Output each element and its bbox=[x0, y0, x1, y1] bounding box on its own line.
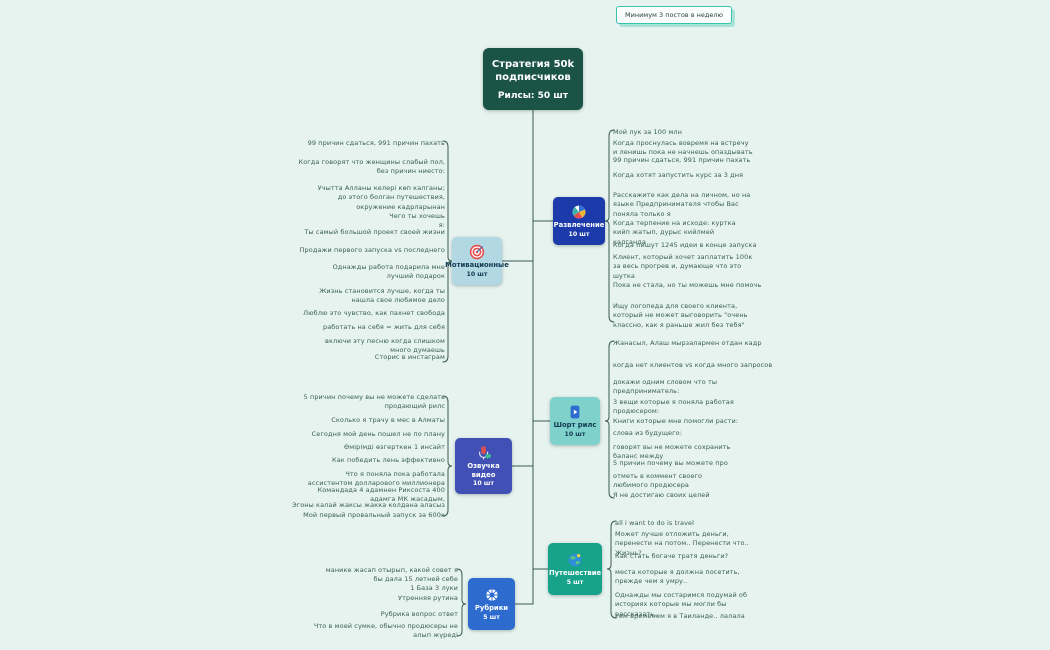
leaf-item[interactable]: когда нет клиентов vs когда много запрос… bbox=[613, 361, 773, 369]
target-icon bbox=[469, 245, 485, 260]
branch-node-entertainment[interactable]: Развлечение 10 шт bbox=[553, 197, 605, 245]
leaf-item[interactable]: Учытта Алланы келері көп калганы; до это… bbox=[317, 184, 445, 211]
leaf-item[interactable]: манике жасап отырып, какой совет я бы да… bbox=[325, 566, 458, 584]
branch-count: 10 шт bbox=[466, 270, 488, 278]
leaf-item[interactable]: Однажды работа подарила мне лучший подар… bbox=[332, 263, 445, 281]
floating-note[interactable]: Минимум 3 постов в неделю bbox=[616, 6, 732, 24]
leaf-item[interactable]: 1 База 3 луки bbox=[410, 584, 458, 592]
branch-label: Озвучка видео bbox=[467, 462, 500, 479]
leaf-item[interactable]: Сегодня мой день пошел не по плану bbox=[311, 430, 445, 438]
leaf-item[interactable]: Может лучше отложить деньги, перенести н… bbox=[615, 530, 749, 557]
leaf-item[interactable]: работать на себя = жить для себя bbox=[323, 323, 445, 331]
leaf-item[interactable]: Командада 4 адамнен Риксоста 400 адамга … bbox=[317, 486, 445, 504]
leaf-item[interactable]: места которые я должна посетить, прежде … bbox=[615, 568, 740, 586]
leaf-item[interactable]: Когда терпение на исходе: куртка кийп жа… bbox=[613, 219, 736, 246]
leaf-item[interactable]: Как победить лень эффективно bbox=[331, 456, 445, 464]
leaf-item[interactable]: 5 причин почему вы не можете сделать про… bbox=[303, 393, 445, 411]
leaf-item[interactable]: Когда проснулась вовремя на встречу и ле… bbox=[613, 139, 753, 157]
leaf-item[interactable]: Рубрика вопрос ответ bbox=[380, 610, 458, 618]
leaf-item[interactable]: Сторис в инстаграм bbox=[374, 353, 445, 361]
leaf-item[interactable]: докажи одним словом что ты предпринимате… bbox=[613, 378, 718, 396]
leaf-item[interactable]: Мой лук за 100 млн bbox=[613, 128, 682, 136]
leaf-item[interactable]: Чего ты хочешь я: bbox=[389, 212, 445, 230]
branch-label: Шорт рилс bbox=[553, 421, 597, 430]
branch-count: 10 шт bbox=[473, 479, 494, 487]
leaf-item[interactable]: Однажды мы состаримся подумай об история… bbox=[615, 591, 748, 618]
leaf-item[interactable]: all i want to do is travel bbox=[615, 519, 695, 527]
rubrics-icon bbox=[484, 588, 499, 603]
leaf-item[interactable]: Эгоны калай жаксы жакка колдана аласыз bbox=[292, 501, 445, 509]
leaf-item[interactable]: отметь в коммент своего любимого продюсе… bbox=[613, 472, 703, 490]
leaf-item[interactable]: Когда пишут 1245 идеи в конце запуска bbox=[613, 241, 757, 249]
root-node[interactable]: Стратегия 50k подписчиков Рилсы: 50 шт bbox=[483, 48, 583, 110]
branch-node-travel[interactable]: Путешествие 5 шт bbox=[548, 543, 602, 595]
branch-label: Рубрики bbox=[474, 604, 509, 613]
branch-label: Развлечение bbox=[553, 221, 605, 230]
leaf-item[interactable]: Что в моей сумке, обычно продюсеры не ал… bbox=[313, 622, 458, 640]
leaf-item[interactable]: включи эту песню когда слишком много дум… bbox=[325, 337, 445, 355]
leaf-item[interactable]: говорят вы не можете сохранить баланс ме… bbox=[613, 443, 731, 461]
leaf-item[interactable]: 99 причин сдаться, 991 причин пахать bbox=[307, 139, 445, 147]
leaf-item[interactable]: Ты самый большой проект своей жизни bbox=[304, 228, 445, 236]
leaf-item[interactable]: Расскажите как дела на личном, но на язы… bbox=[613, 191, 751, 218]
leaf-item[interactable]: Пока не стала, но ты можешь мне помочь bbox=[613, 281, 762, 289]
leaf-item[interactable]: Книги которые мне помогли расти: bbox=[613, 417, 739, 425]
leaf-item[interactable]: Я не достигаю своих целей bbox=[613, 491, 710, 499]
leaf-item[interactable]: 3 вещи которые я поняла работая продюсер… bbox=[613, 398, 734, 416]
branch-label: Путешествие bbox=[548, 569, 602, 578]
leaf-item[interactable]: Утренняя рутина bbox=[398, 594, 458, 602]
leaf-item[interactable]: Клиент, который хочет заплатить 100к за … bbox=[613, 253, 753, 280]
branch-node-short-reels[interactable]: Шорт рилс 10 шт bbox=[550, 397, 600, 445]
leaf-item[interactable]: тем временем я в Таиланде.. лалала bbox=[615, 612, 745, 620]
leaf-item[interactable]: Когда говорят что женщины слабый пол, бе… bbox=[298, 158, 445, 176]
root-title: Стратегия 50k подписчиков bbox=[491, 58, 575, 83]
branch-node-motivational[interactable]: Мотивационные 10 шт bbox=[445, 237, 509, 285]
leaf-item[interactable]: Ищу логопеда для своего клиента, который… bbox=[613, 302, 748, 329]
microphone-icon bbox=[478, 446, 491, 460]
leaf-item[interactable]: Жанасыл, Алаш мырзалармен отдан кадр bbox=[613, 339, 762, 347]
leaf-item[interactable]: Как стать богаче тратя деньги? bbox=[615, 552, 729, 560]
leaf-item[interactable]: Люблю это чувство, как пахнет свобода bbox=[303, 309, 445, 317]
branch-count: 5 шт bbox=[483, 613, 500, 621]
branch-count: 10 шт bbox=[568, 230, 590, 238]
branch-node-voiceover[interactable]: Озвучка видео 10 шт bbox=[455, 438, 512, 494]
leaf-item[interactable]: Продажи первого запуска vs последнего bbox=[299, 246, 445, 254]
globe-icon bbox=[568, 553, 582, 567]
leaf-item[interactable]: Сколько я трачу в мес в Алматы bbox=[331, 416, 445, 424]
leaf-item[interactable]: Өмірімді өзгерткен 1 инсайт bbox=[344, 443, 445, 451]
leaf-item[interactable]: Жизнь становится лучше, когда ты нашла с… bbox=[319, 287, 445, 305]
beach-ball-icon bbox=[572, 205, 586, 219]
branch-count: 10 шт bbox=[564, 430, 586, 438]
leaf-item[interactable]: слова из будущего: bbox=[613, 429, 683, 437]
leaf-item[interactable]: Когда хотят запустить курс за 3 дня bbox=[613, 171, 744, 179]
leaf-item[interactable]: 5 причин почему вы можете про bbox=[613, 459, 728, 467]
leaf-item[interactable]: 99 причин сдаться, 991 причин пахать bbox=[613, 156, 751, 164]
branch-count: 5 шт bbox=[566, 578, 584, 586]
leaf-item[interactable]: Мой первый провальный запуск за 600к bbox=[303, 511, 445, 519]
root-reels-count: Рилсы: 50 шт bbox=[497, 90, 569, 101]
branch-label: Мотивационные bbox=[445, 261, 509, 270]
reels-icon bbox=[570, 405, 580, 419]
leaf-item[interactable]: Что я поняла пока работала ассистентом д… bbox=[307, 470, 445, 488]
branch-node-rubrics[interactable]: Рубрики 5 шт bbox=[468, 578, 515, 630]
